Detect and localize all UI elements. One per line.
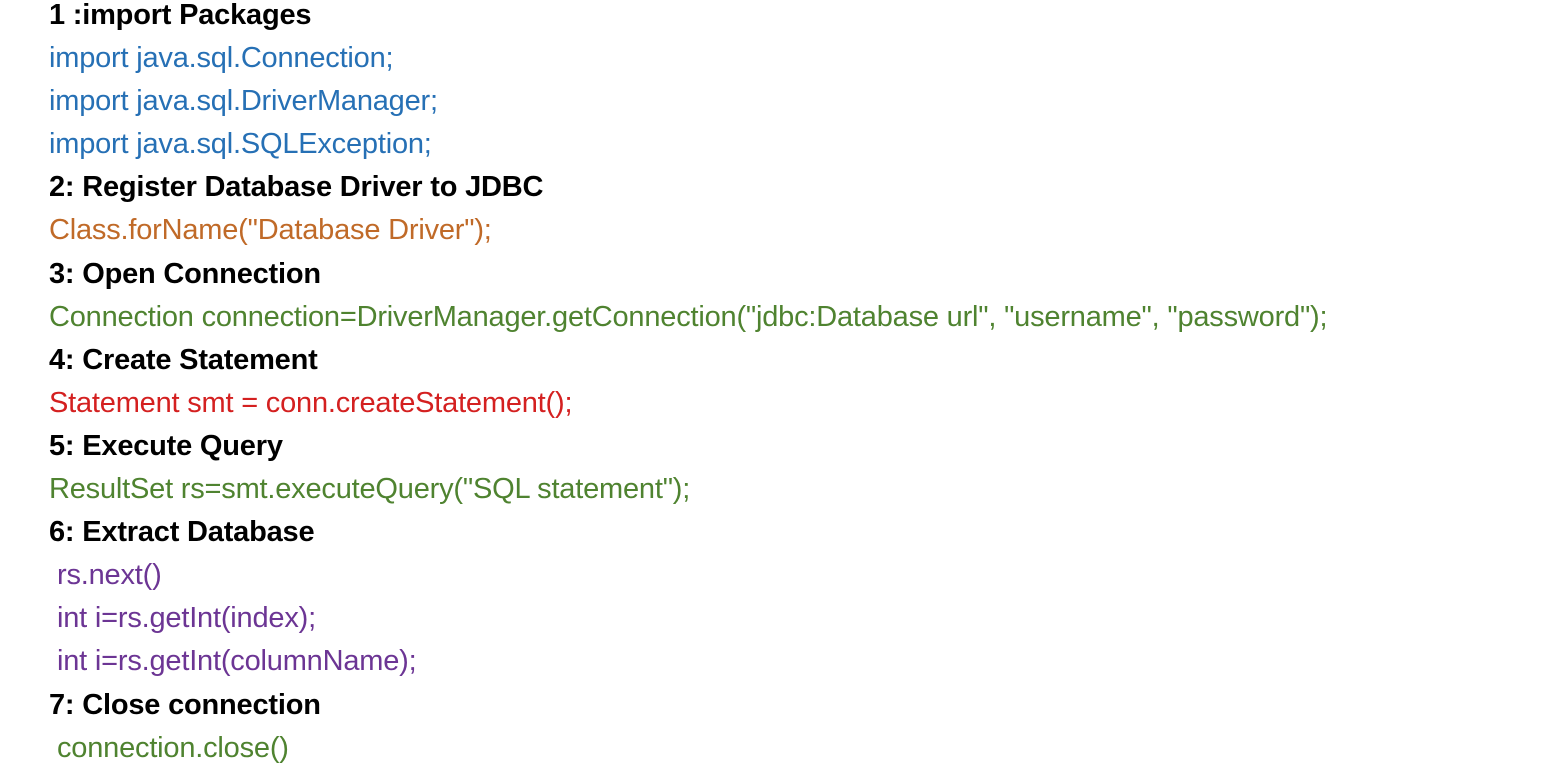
step-7-code-line-1: connection.close() bbox=[57, 731, 289, 764]
step-5-heading: 5: Execute Query bbox=[49, 429, 283, 462]
step-1-heading: 1 :import Packages bbox=[49, 0, 312, 31]
step-2-heading: 2: Register Database Driver to JDBC bbox=[49, 171, 544, 204]
step-5-code-line-1: ResultSet rs=smt.executeQuery("SQL state… bbox=[49, 473, 691, 506]
step-6-code-line-2: int i=rs.getInt(index); bbox=[57, 602, 316, 635]
step-1-code-line-3: import java.sql.SQLException; bbox=[49, 128, 432, 161]
step-1-code-line-1: import java.sql.Connection; bbox=[49, 42, 394, 75]
step-1-code-line-2: import java.sql.DriverManager; bbox=[49, 85, 438, 118]
step-6-heading: 6: Extract Database bbox=[49, 516, 315, 549]
step-3-code-line-1: Connection connection=DriverManager.getC… bbox=[49, 300, 1328, 333]
step-4-code-line-1: Statement smt = conn.createStatement(); bbox=[49, 386, 573, 419]
step-3-heading: 3: Open Connection bbox=[49, 257, 321, 290]
step-7-heading: 7: Close connection bbox=[49, 688, 321, 721]
step-2-code-line-1: Class.forName("Database Driver"); bbox=[49, 214, 492, 247]
step-6-code-line-3: int i=rs.getInt(columnName); bbox=[57, 645, 417, 678]
step-6-code-line-1: rs.next() bbox=[57, 559, 162, 592]
step-4-heading: 4: Create Statement bbox=[49, 343, 318, 376]
jdbc-steps-document: 1 :import Packages import java.sql.Conne… bbox=[49, 0, 1539, 770]
